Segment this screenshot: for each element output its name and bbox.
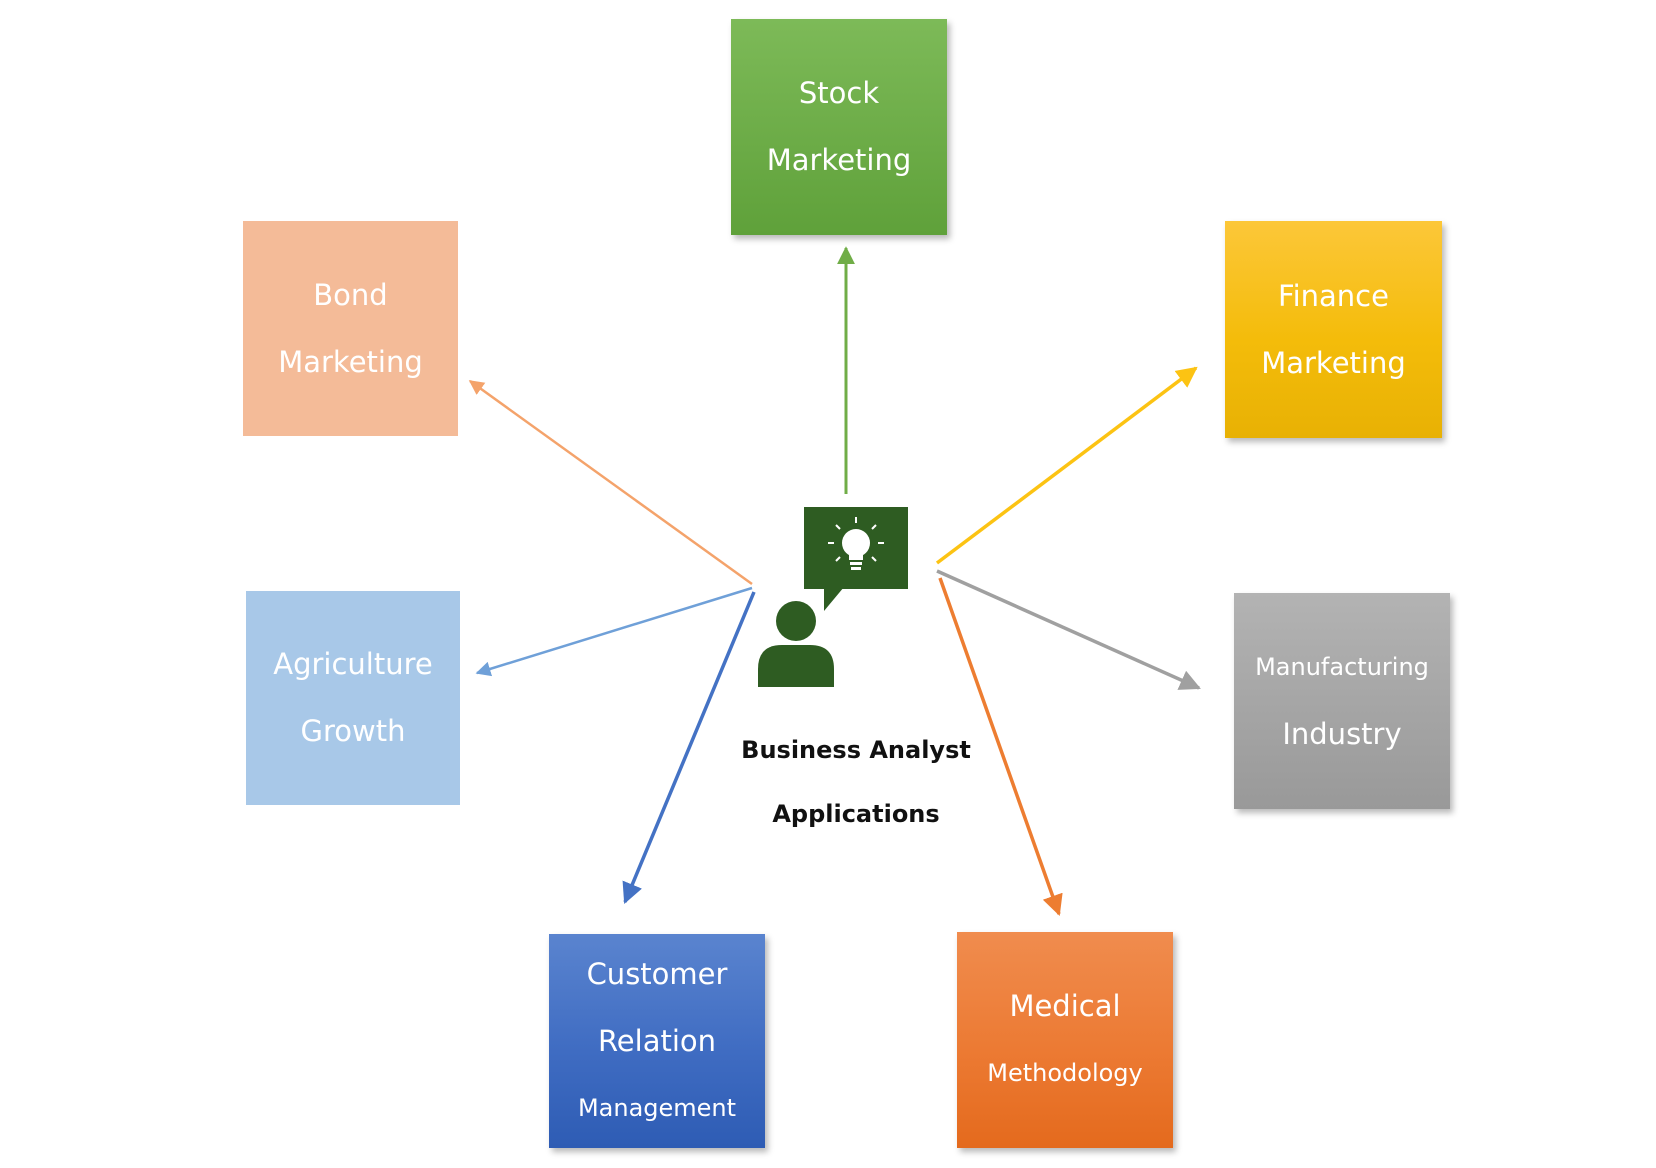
arrow-to-agriculture-growth (475, 586, 753, 677)
node-label-line: Finance (1278, 278, 1389, 313)
node-customer-relation-management: Customer Relation Management (549, 934, 765, 1148)
node-label-line: Bond (313, 277, 388, 312)
node-label-line: Marketing (1261, 345, 1406, 380)
node-label-line: Stock (798, 76, 880, 110)
node-stock-marketing: Stock Marketing (731, 19, 947, 235)
arrow-to-bond-marketing (468, 379, 753, 586)
arrow-to-manufacturing-industry (936, 569, 1201, 690)
node-agriculture-growth: Agriculture Growth (246, 591, 460, 805)
center-title: Business Analyst Applications (716, 718, 996, 846)
node-bond-marketing: Bond Marketing (243, 221, 458, 436)
center-title-line: Business Analyst (741, 736, 971, 764)
node-label-line: Management (577, 1093, 737, 1122)
center-title-line: Applications (772, 800, 940, 828)
node-medical-methodology: Medical Methodology (957, 932, 1173, 1148)
node-label-line: Marketing (766, 143, 912, 177)
business-analyst-idea-icon (758, 507, 908, 687)
arrow-to-finance-marketing (935, 366, 1198, 565)
node-label-line: Customer (586, 956, 728, 991)
node-label-line: Medical (1009, 989, 1121, 1023)
node-label-line: Marketing (278, 344, 423, 379)
node-label-line: Agriculture (273, 647, 433, 681)
arrow-to-medical-methodology (938, 577, 1063, 916)
node-manufacturing-industry: Manufacturing Industry (1234, 593, 1450, 809)
node-label-line: Manufacturing (1255, 653, 1429, 681)
node-label-line: Growth (300, 714, 406, 748)
arrow-to-customer-relation-management (622, 591, 756, 904)
node-label-line: Relation (597, 1023, 717, 1058)
node-finance-marketing: Finance Marketing (1225, 221, 1442, 438)
person-icon (758, 601, 834, 687)
lightbulb-icon (828, 517, 884, 570)
node-label-line: Methodology (987, 1059, 1143, 1087)
node-label-line: Industry (1282, 717, 1402, 751)
